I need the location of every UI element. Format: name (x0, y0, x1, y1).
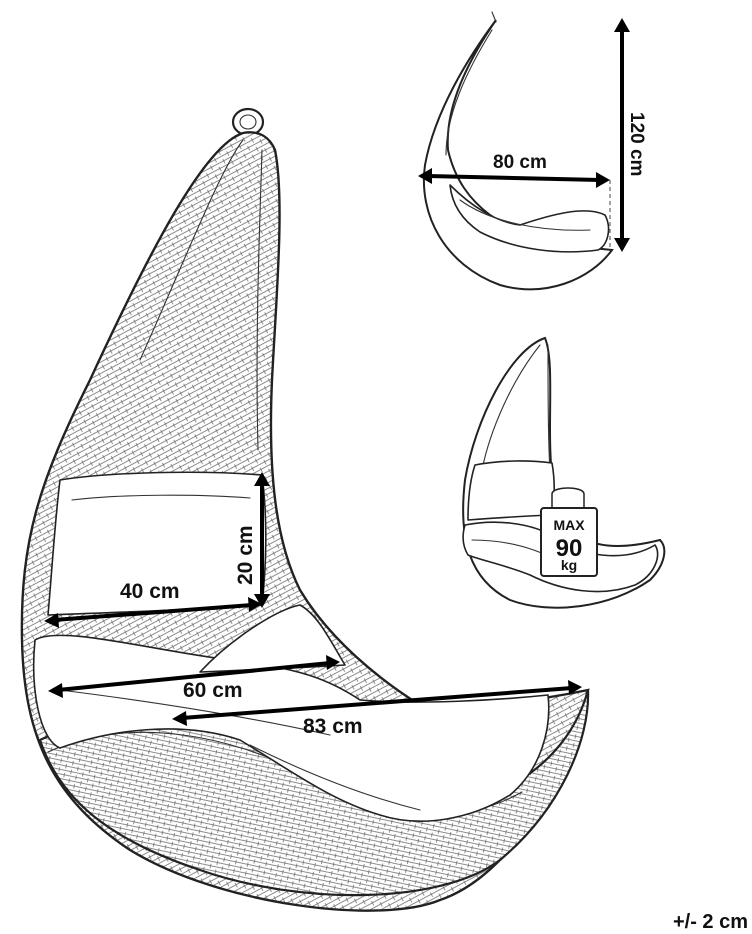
weight-max-label: MAX (553, 517, 585, 533)
label-side-height: 120 cm (626, 112, 647, 176)
label-seat-width: 60 cm (183, 679, 243, 702)
weight-value: 90 (556, 535, 583, 562)
tolerance-note: +/- 2 cm (673, 911, 748, 933)
label-seat-depth: 83 cm (303, 715, 363, 738)
label-cushion-width: 40 cm (120, 580, 180, 603)
max-weight-tag (540, 487, 598, 577)
label-side-depth: 80 cm (493, 152, 547, 173)
side-view-drawing (422, 11, 614, 291)
hanging-ring (231, 107, 265, 137)
label-cushion-height: 20 cm (234, 525, 257, 585)
dimension-lines-side (418, 18, 630, 252)
side-view-cushion (449, 184, 610, 253)
weight-unit: kg (561, 557, 577, 573)
perspective-view-drawing (462, 336, 666, 609)
main-chair-drawing (20, 107, 590, 912)
dimension-lines-main (44, 472, 582, 726)
